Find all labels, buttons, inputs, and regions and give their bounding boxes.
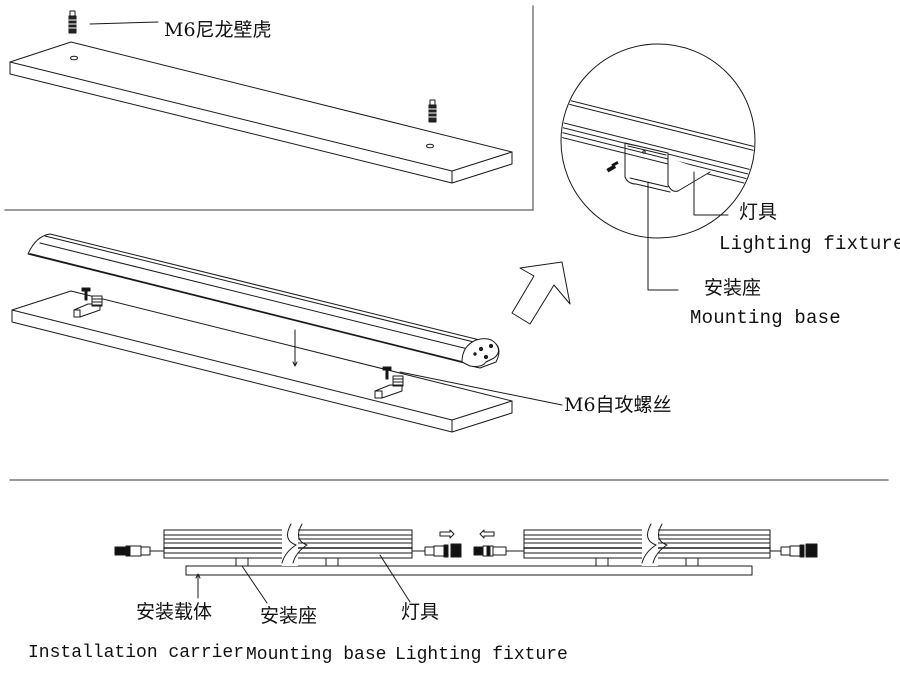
right-arrow-icon (439, 529, 455, 539)
mounting-clip-icon (374, 375, 404, 399)
detail-fixture-cn: 灯具 (739, 201, 778, 223)
detail-circle (560, 43, 756, 239)
cable-connector-icon (769, 543, 818, 558)
anchor-label: M6尼龙壁虎 (164, 21, 272, 40)
anchor-label-text: M6尼龙壁虎 (164, 19, 272, 41)
anchor-leader-line (89, 21, 159, 25)
lighting-fixture-3d (27, 233, 500, 369)
detail-base-cn: 安装座 (704, 277, 762, 299)
detail-base-en: Mounting base (690, 307, 841, 329)
screw-label-text: M6自攻螺丝 (564, 394, 672, 416)
cable-connector-icon (114, 545, 165, 557)
carrier-cn: 安装载体 (136, 601, 213, 623)
cable-connector-icon (411, 543, 462, 558)
step2-board (11, 290, 513, 433)
base-leader-line (647, 181, 679, 291)
cable-connector-icon (473, 545, 525, 557)
zoom-arrow-icon (511, 261, 571, 325)
down-arrow-icon (292, 329, 298, 367)
lighting-fixture-side-left (163, 522, 413, 567)
carrier-arrow-head (195, 573, 201, 579)
screw-leader-line (399, 371, 563, 406)
installation-carrier (185, 565, 753, 576)
nylon-wall-anchor-icon (68, 10, 77, 34)
self-tapping-screw-icon (81, 287, 91, 301)
base-leader-line (241, 565, 268, 604)
step1-board (9, 41, 513, 184)
fixture-leader-line (379, 554, 411, 603)
screw-label: M6自攻螺丝 (564, 396, 672, 415)
left-arrow-icon (479, 529, 495, 539)
mounting-clip-icon (73, 295, 103, 318)
self-tapping-screw-icon (382, 366, 392, 380)
side-fixture-cn: 灯具 (401, 601, 440, 623)
self-tapping-screw-icon (606, 161, 619, 173)
nylon-wall-anchor-icon (428, 99, 437, 123)
side-fixture-en: Lighting fixture (395, 645, 568, 665)
side-base-en: Mounting base (246, 645, 387, 665)
side-base-cn: 安装座 (260, 605, 318, 627)
carrier-en: Installation carrier (28, 643, 245, 663)
step1-frame (4, 5, 534, 211)
fixture-leader-line (693, 171, 729, 216)
detail-fixture-en: Lighting fixture (719, 233, 900, 255)
lighting-fixture-side-right (523, 522, 771, 567)
